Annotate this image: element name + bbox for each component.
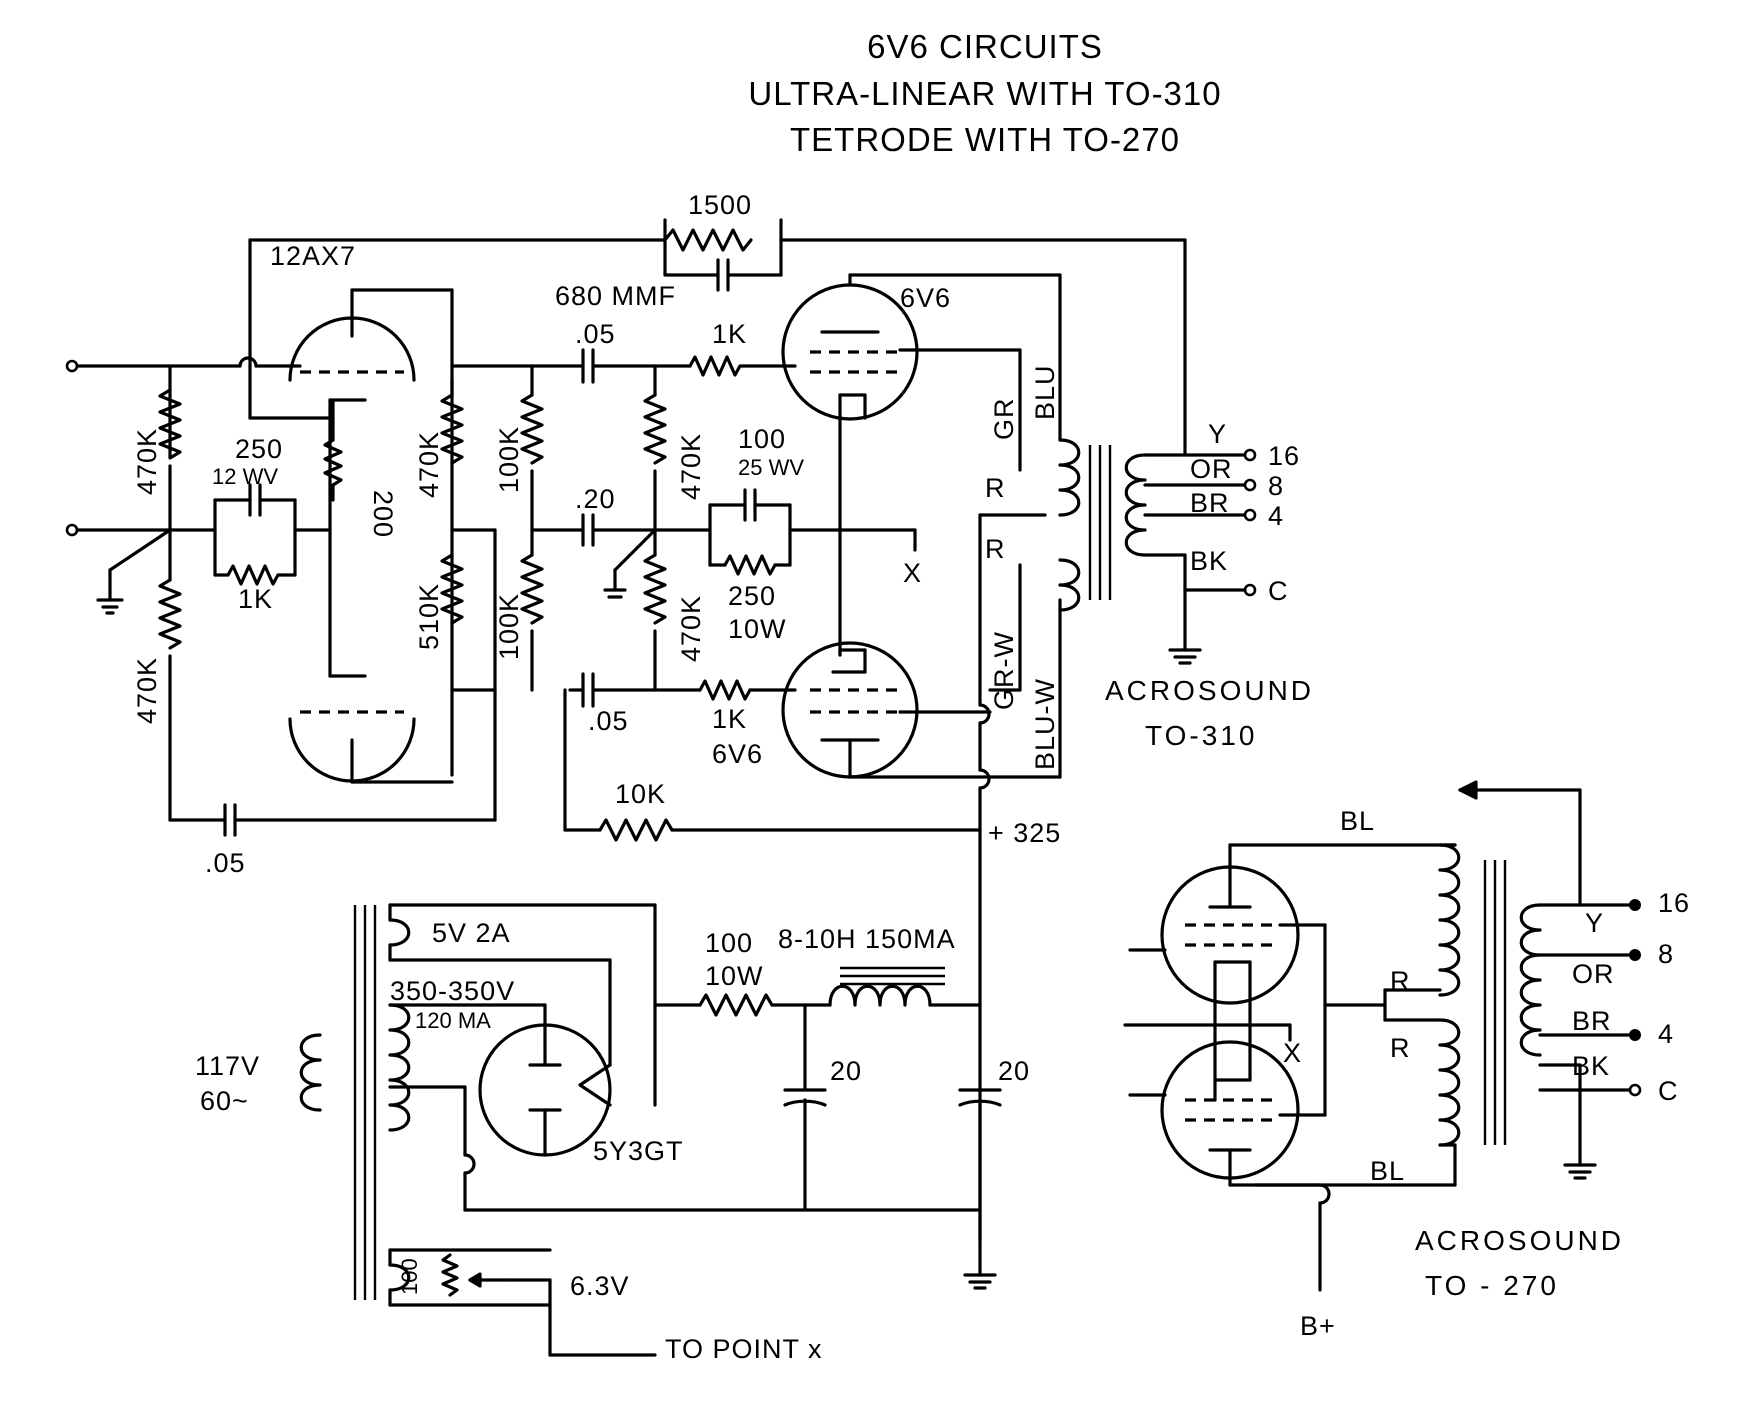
label-to310-tap-color-2: OR	[1190, 454, 1233, 484]
label-470k-input-bottom: 470K	[132, 657, 162, 724]
label-470k-grid-top: 470K	[676, 433, 706, 500]
label-heater-note: TO POINT x	[665, 1334, 823, 1364]
label-secondary-hv: 350-350V	[390, 976, 515, 1006]
label-fb-1500: 1500	[688, 190, 752, 220]
label-12ax7: 12AX7	[270, 241, 356, 271]
label-point-x: X	[903, 558, 922, 588]
label-to310-tap-value-1: 16	[1268, 441, 1300, 471]
label-b-plus-325: + 325	[988, 818, 1061, 848]
label-to270-tap-value-4: C	[1658, 1076, 1679, 1106]
feedback-network: 1500 680 MMF	[555, 190, 1187, 457]
title-line-1: 6V6 CIRCUITS	[867, 28, 1103, 65]
label-secondary-hv-current: 120 MA	[415, 1008, 491, 1033]
label-lead-r-bottom: R	[985, 534, 1006, 564]
label-to270-name-1: ACROSOUND	[1415, 1225, 1624, 1256]
label-510k: 510K	[414, 583, 444, 650]
label-psu-r-watts: 10W	[705, 961, 764, 991]
label-to270-r-bottom: R	[1390, 1033, 1411, 1063]
label-choke: 8-10H 150MA	[778, 924, 956, 954]
label-to270-name-2: TO - 270	[1425, 1270, 1559, 1301]
label-fb-680mmf: 680 MMF	[555, 281, 676, 311]
label-heater-v: 6.3V	[570, 1271, 630, 1301]
label-to270-tap-value-3: 4	[1658, 1019, 1674, 1049]
transformer-to270: BL BL Y 16 OR 8 BR 4 BK C ACROSOUND TO -…	[1253, 780, 1690, 1301]
label-to310-tap-color-3: BR	[1190, 488, 1230, 518]
label-to270-tap-color-4: BK	[1572, 1051, 1610, 1081]
label-primary-v: 117V	[195, 1051, 260, 1081]
label-to310-tap-value-3: 4	[1268, 501, 1284, 531]
label-5y3gt: 5Y3GT	[593, 1136, 684, 1166]
label-to270-bl-bottom: BL	[1370, 1156, 1405, 1186]
label-to310-tap-color-1: Y	[1208, 419, 1227, 449]
label-out-cap-value: 100	[738, 424, 786, 454]
label-to270-tap-value-2: 8	[1658, 939, 1674, 969]
label-100k-bottom: 100K	[494, 593, 524, 660]
power-transformer: 117V 60~ 5V 2A 350-350V 120 MA	[195, 903, 657, 1300]
label-to270-tap-color-1: Y	[1585, 908, 1604, 938]
label-grid-r-top: 1K	[712, 319, 747, 349]
label-lead-gr: GR	[989, 398, 1019, 441]
label-6v6-top: 6V6	[900, 283, 951, 313]
tube-6v6-bottom: 6V6	[712, 641, 919, 779]
label-470k-plate: 470K	[414, 431, 444, 498]
label-lead-blu: BLU	[1030, 364, 1060, 420]
diagram-title: 6V6 CIRCUITS ULTRA-LINEAR WITH TO-310 TE…	[748, 28, 1221, 158]
label-cathode-r-200: 200	[368, 490, 398, 538]
label-cathode-r-1k: 1K	[238, 584, 273, 614]
label-cathode-cap-value: 250	[235, 434, 283, 464]
label-coupling-top: .05	[575, 319, 616, 349]
title-line-2: ULTRA-LINEAR WITH TO-310	[748, 75, 1221, 112]
label-out-r-watts: 10W	[728, 614, 787, 644]
label-coupling-mid: .20	[575, 484, 616, 514]
label-to270-b-plus: B+	[1300, 1311, 1336, 1341]
tube-5y3gt: 5Y3GT	[478, 1023, 684, 1166]
label-psu-r-value: 100	[705, 928, 753, 958]
label-to270-tap-color-3: BR	[1572, 1006, 1612, 1036]
label-470k-grid-bottom: 470K	[676, 595, 706, 662]
label-bottom-cap: .05	[205, 848, 246, 878]
label-lead-gr-w: GR-W	[989, 631, 1019, 710]
label-to310-tap-value-2: 8	[1268, 471, 1284, 501]
label-filter-cap-1: 20	[830, 1056, 862, 1086]
label-to270-tap-value-1: 16	[1658, 888, 1690, 918]
transformer-to310: Y 16 OR 8 BR 4 BK C ACROSOUND TO-310	[1058, 419, 1314, 751]
label-grid-r-bottom: 1K	[712, 704, 747, 734]
label-to310-name-2: TO-310	[1145, 720, 1257, 751]
label-to270-bl-top: BL	[1340, 806, 1375, 836]
label-out-r-value: 250	[728, 581, 776, 611]
label-cathode-cap-wv: 12 WV	[212, 464, 278, 489]
label-heater-pot: 100	[397, 1258, 422, 1295]
label-out-cap-wv: 25 WV	[738, 455, 804, 480]
label-to310-name-1: ACROSOUND	[1105, 675, 1314, 706]
label-lead-blu-w: BLU-W	[1030, 678, 1060, 770]
label-to270-r-top: R	[1390, 966, 1411, 996]
heater-circuit: 100 6.3V TO POINT x	[388, 1248, 823, 1364]
tube-6v6-top: 6V6	[781, 273, 951, 422]
tube-tetrode-bottom	[1160, 1040, 1300, 1187]
label-to310-tap-color-4: BK	[1190, 546, 1228, 576]
label-fb-10k: 10K	[615, 779, 666, 809]
label-to270-x: X	[1283, 1038, 1302, 1068]
title-line-3: TETRODE WITH TO-270	[790, 121, 1180, 158]
label-100k-top: 100K	[494, 426, 524, 493]
label-470k-input-top: 470K	[132, 428, 162, 495]
label-to270-tap-color-2: OR	[1572, 959, 1615, 989]
tube-tetrode-top	[1160, 843, 1300, 1082]
label-to310-tap-value-4: C	[1268, 576, 1289, 606]
label-filter-cap-2: 20	[998, 1056, 1030, 1086]
label-primary-hz: 60~	[200, 1086, 249, 1116]
label-6v6-bottom: 6V6	[712, 739, 763, 769]
label-secondary-5v: 5V 2A	[432, 918, 511, 948]
label-coupling-bottom: .05	[588, 706, 629, 736]
label-lead-r-top: R	[985, 473, 1006, 503]
tube-12ax7: 12AX7	[270, 241, 454, 784]
